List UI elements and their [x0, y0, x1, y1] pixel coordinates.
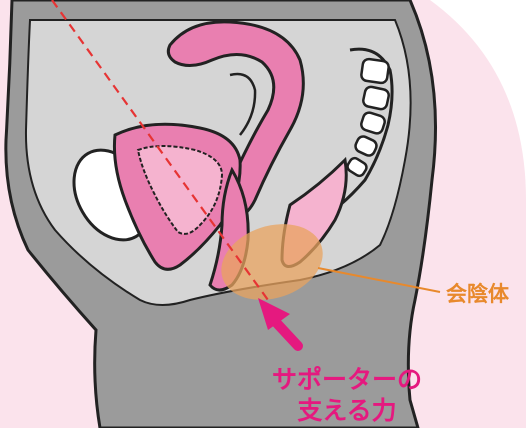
support-label-line-1: サポーターの	[262, 364, 432, 395]
perineum-label: 会陰体	[446, 278, 509, 308]
support-label-line-2: 支える力	[262, 395, 432, 426]
support-force-label: サポーターの 支える力	[262, 364, 432, 426]
